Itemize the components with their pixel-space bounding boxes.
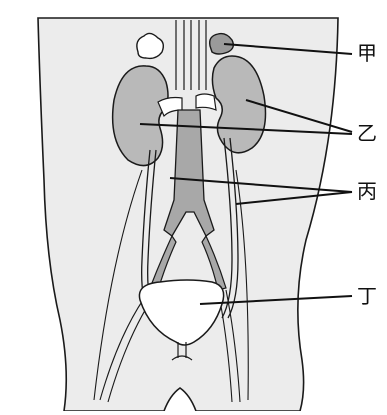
label-jia: 甲 xyxy=(357,42,377,64)
renal-vessels-right xyxy=(196,94,216,110)
label-bing: 丙 xyxy=(357,180,377,202)
label-yi: 乙 xyxy=(357,122,377,144)
label-ding: 丁 xyxy=(357,285,377,307)
kidney-left xyxy=(113,66,168,166)
torso-outline xyxy=(38,18,338,411)
